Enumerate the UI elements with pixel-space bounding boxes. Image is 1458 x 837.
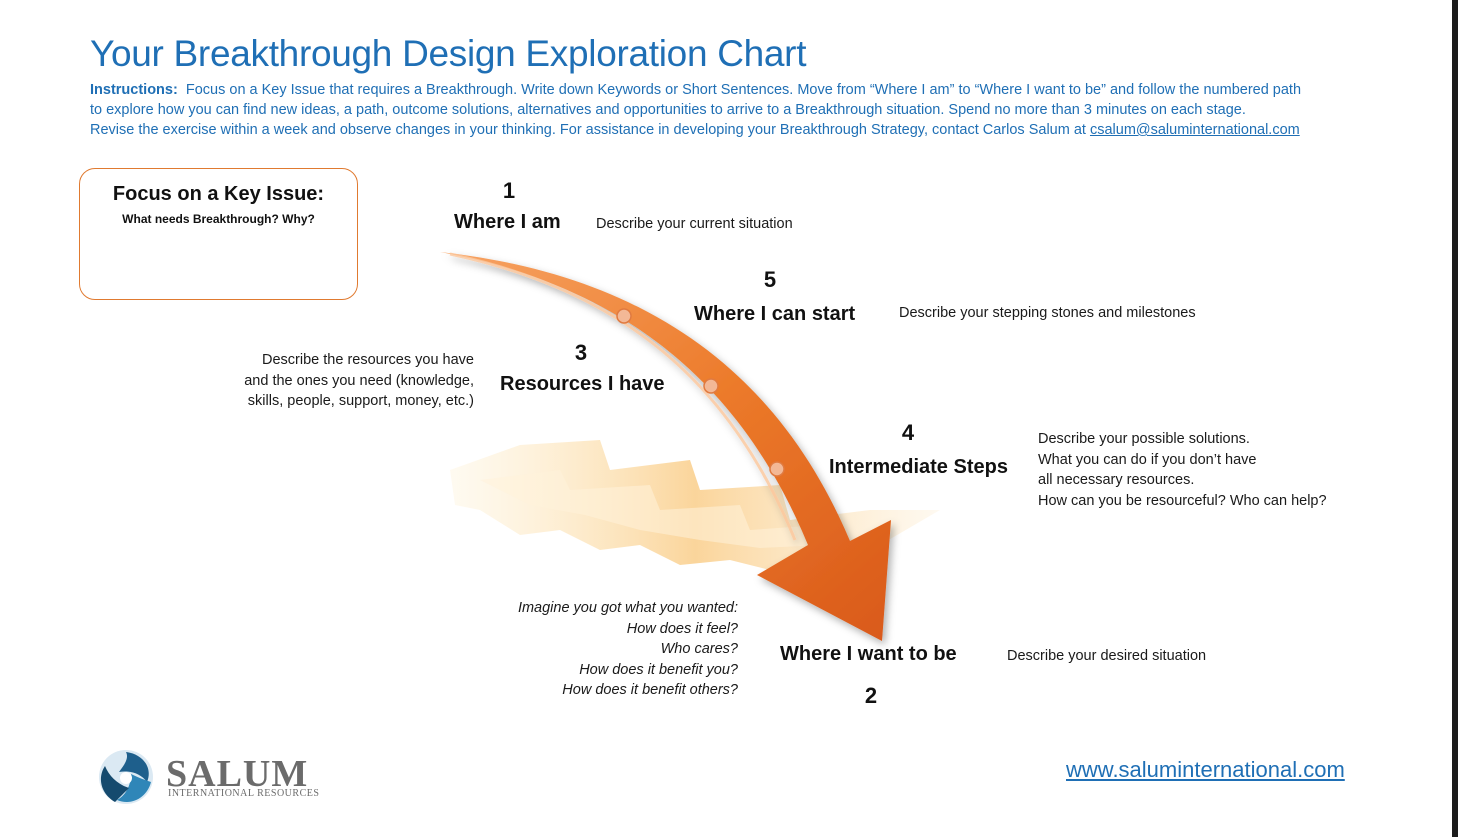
instructions-line-3: Revise the exercise within a week and ob…	[90, 122, 1086, 138]
logo-wordmark: SALUM	[166, 753, 309, 795]
window-edge	[1452, 0, 1458, 837]
stage-3-label: Resources I have	[500, 373, 665, 395]
page-title: Your Breakthrough Design Exploration Cha…	[90, 33, 807, 74]
salum-logo-icon	[99, 750, 153, 804]
stage-3-desc-line: and the ones you need (knowledge,	[244, 372, 474, 389]
stage-1-description: Describe your current situation	[596, 216, 793, 232]
stage-2-prompt-line: Who cares?	[660, 641, 738, 657]
instructions-line-2: to explore how you can find new ideas, a…	[90, 102, 1246, 118]
stage-5-label: Where I can start	[694, 303, 856, 325]
stage-5-number: 5	[763, 267, 777, 292]
stage-2-prompts: Imagine you got what you wanted: How doe…	[480, 598, 738, 701]
orange-arrow	[440, 252, 891, 641]
stage-3-description: Describe the resources you have and the …	[200, 350, 474, 412]
stage-2-description: Describe your desired situation	[1007, 648, 1207, 664]
stage-3-desc-line: Describe the resources you have	[262, 352, 474, 368]
stage-4-description: Describe your possible solutions. What y…	[1038, 429, 1327, 511]
website-link[interactable]: www.saluminternational.com	[1066, 757, 1345, 782]
stage-2-label: Where I want to be	[780, 643, 957, 665]
stage-2-prompt-line: How does it benefit you?	[579, 661, 738, 678]
stage-3-desc-line: skills, people, support, money, etc.)	[247, 393, 474, 409]
stage-1-number: 1	[502, 178, 516, 203]
stage-1-label: Where I am	[454, 211, 561, 233]
stage-4-desc-line: all necessary resources.	[1038, 472, 1195, 488]
focus-box-title: Focus on a Key Issue:	[112, 183, 325, 205]
stage-2-prompt-line: Imagine you got what you wanted:	[517, 600, 738, 616]
stage-4-desc-line: How can you be resourceful? Who can help…	[1038, 492, 1327, 509]
stage-5-description: Describe your stepping stones and milest…	[899, 305, 1196, 321]
stage-4-desc-line: Describe your possible solutions.	[1038, 431, 1250, 447]
stage-4-number: 4	[901, 420, 915, 445]
instructions-label: Instructions:	[90, 82, 178, 98]
stage-2-prompt-line: How does it benefit others?	[562, 682, 738, 698]
contact-email-link[interactable]: csalum@saluminternational.com	[1089, 122, 1300, 138]
focus-box-subtitle: What needs Breakthrough? Why?	[122, 212, 315, 226]
focus-issue-box[interactable]: Focus on a Key Issue: What needs Breakth…	[79, 168, 358, 300]
instructions: Instructions: Focus on a Key Issue that …	[90, 80, 1420, 140]
logo-tagline: INTERNATIONAL RESOURCES	[168, 788, 320, 799]
path-marker-2	[703, 378, 719, 394]
stage-3-number: 3	[574, 340, 588, 365]
instructions-line-1: Focus on a Key Issue that requires a Bre…	[185, 82, 1302, 98]
stage-2-prompt-line: How does it feel?	[626, 620, 738, 637]
stage-4-desc-line: What you can do if you don’t have	[1038, 451, 1257, 468]
stage-4-label: Intermediate Steps	[829, 456, 1008, 478]
path-marker-1	[616, 308, 632, 324]
path-marker-3	[769, 461, 785, 477]
stage-2-number: 2	[864, 683, 878, 708]
